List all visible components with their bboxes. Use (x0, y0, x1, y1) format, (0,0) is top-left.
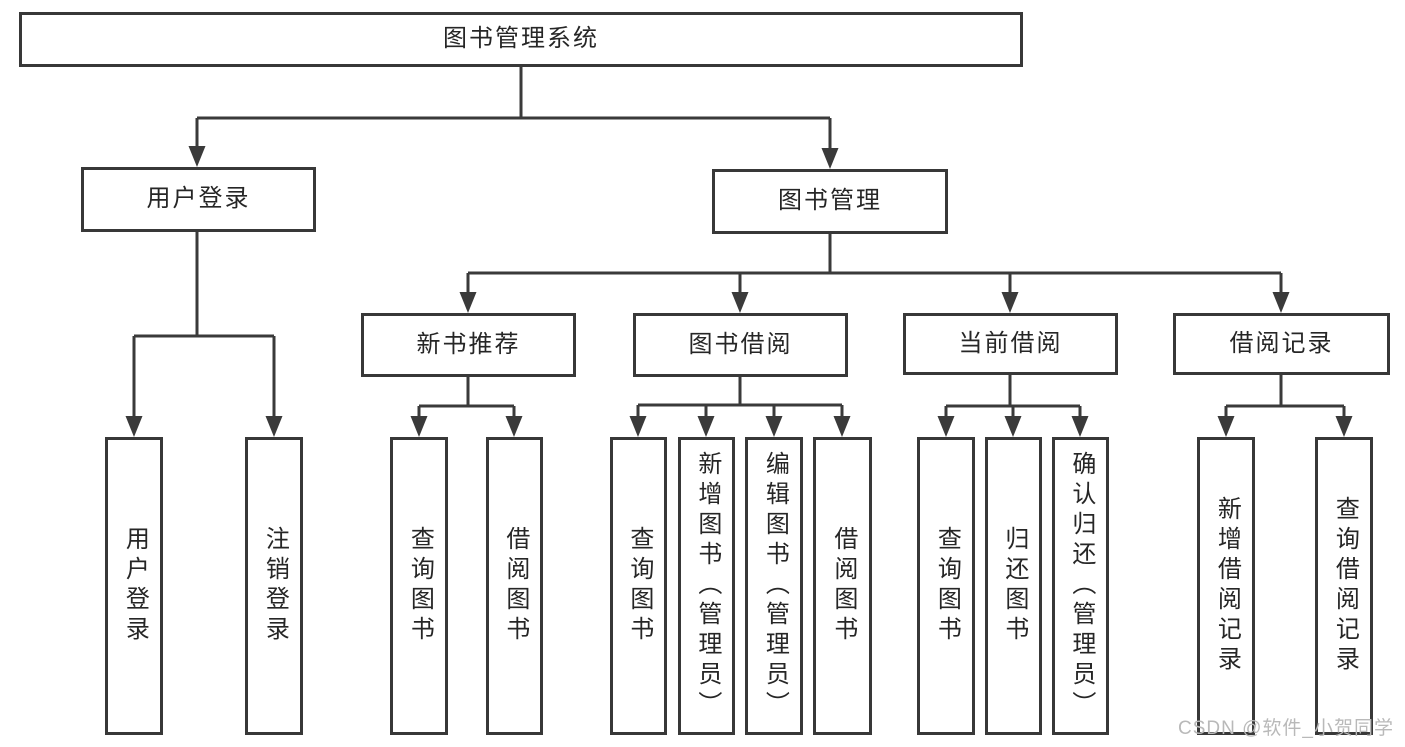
leaf-query-book-3: 查询图书 (917, 437, 975, 735)
leaf-edit-book-admin: 编辑图书（管理员） (745, 437, 803, 735)
node-root: 图书管理系统 (19, 12, 1023, 67)
node-current-borrow: 当前借阅 (903, 313, 1118, 375)
leaf-query-book-1: 查询图书 (390, 437, 448, 735)
leaf-return-book: 归还图书 (985, 437, 1042, 735)
leaf-query-borrow-record: 查询借阅记录 (1315, 437, 1373, 735)
node-book-management: 图书管理 (712, 169, 948, 234)
leaf-borrow-book-2: 借阅图书 (813, 437, 872, 735)
node-new-book-recommend: 新书推荐 (361, 313, 576, 377)
leaf-borrow-book-1: 借阅图书 (486, 437, 543, 735)
leaf-add-borrow-record: 新增借阅记录 (1197, 437, 1255, 735)
node-borrow-records: 借阅记录 (1173, 313, 1390, 375)
leaf-query-book-2: 查询图书 (610, 437, 667, 735)
leaf-confirm-return-admin: 确认归还（管理员） (1052, 437, 1109, 735)
leaf-add-book-admin: 新增图书（管理员） (678, 437, 735, 735)
node-book-borrow: 图书借阅 (633, 313, 848, 377)
node-user-login: 用户登录 (81, 167, 316, 232)
watermark: CSDN @软件_小贺同学 (1178, 718, 1394, 739)
leaf-logout: 注销登录 (245, 437, 303, 735)
leaf-user-login: 用户登录 (105, 437, 163, 735)
